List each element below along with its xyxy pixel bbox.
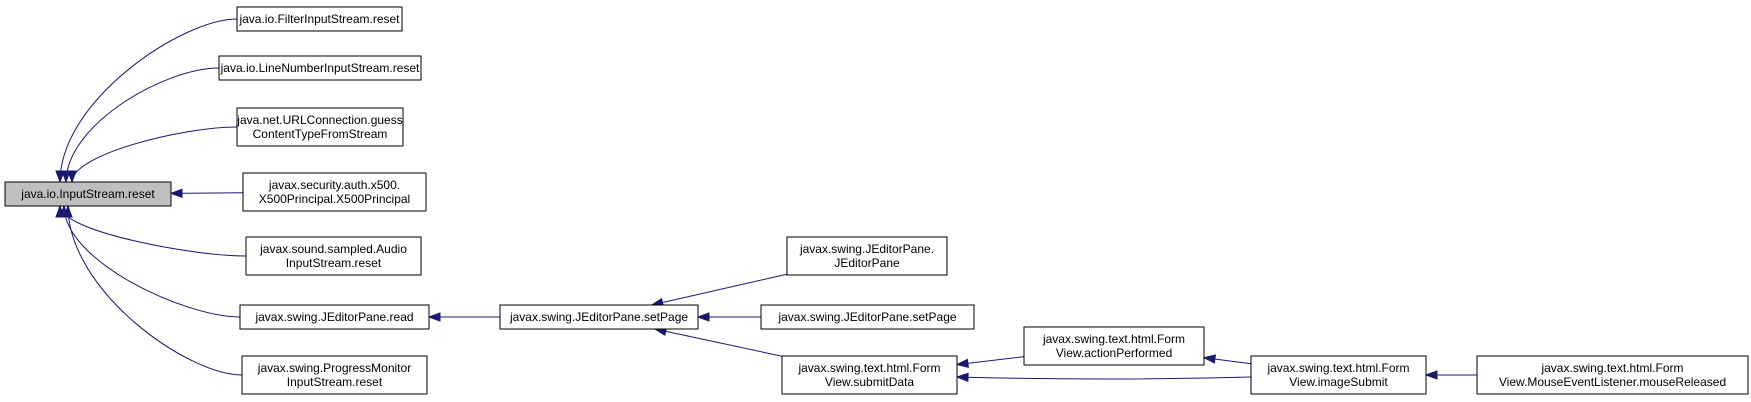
- node-jeditor-setpage2[interactable]: javax.swing.JEditorPane.setPage: [760, 304, 975, 330]
- node-label-line: View.submitData: [825, 375, 914, 389]
- node-x500principal[interactable]: javax.security.auth.x500.X500Principal.X…: [242, 172, 427, 212]
- edge-x500principal-to-root-arrowhead: [169, 188, 183, 198]
- node-label-line: javax.swing.text.html.Form: [797, 361, 940, 375]
- node-label-line: View.actionPerformed: [1056, 346, 1173, 360]
- node-box[interactable]: [499, 304, 699, 330]
- edge-jeditor_setpage-to-jeditor_read-arrowhead: [427, 312, 441, 322]
- node-label-line: ContentTypeFromStream: [253, 127, 388, 141]
- node-box[interactable]: [786, 236, 948, 276]
- edge-audio_reset-to-root: [55, 204, 247, 257]
- node-linenum-reset[interactable]: java.io.LineNumberInputStream.reset: [218, 55, 422, 81]
- nodes-layer: java.io.InputStream.reset java.io.FilterI…: [4, 6, 1749, 395]
- node-label-line: javax.swing.JEditorPane.: [799, 242, 934, 256]
- edge-form_imagesubmit-to-form_action: [1202, 354, 1252, 365]
- edge-form_action-to-form_submitdata-arrowhead: [955, 358, 969, 368]
- edge-jeditor_setpage-to-jeditor_read: [427, 312, 500, 322]
- node-form-mousereleased[interactable]: javax.swing.text.html.FormView.MouseEven…: [1476, 355, 1749, 395]
- edge-progress_reset-to-root: [63, 204, 243, 376]
- edge-audio_reset-to-root-line: [59, 205, 247, 257]
- edge-form_imagesubmit-to-form_action-arrowhead: [1202, 354, 1217, 364]
- edge-urlconn_guess-to-root: [67, 126, 238, 184]
- node-root[interactable]: java.io.InputStream.reset: [4, 181, 172, 207]
- node-box[interactable]: [4, 181, 172, 207]
- edge-jeditor_setpage2-to-jeditor_setpage: [696, 312, 761, 322]
- node-label-line: X500Principal.X500Principal: [259, 192, 410, 206]
- node-progress-reset[interactable]: javax.swing.ProgressMonitorInputStream.r…: [241, 355, 428, 395]
- node-urlconn-guess[interactable]: java.net.URLConnection.guessContentTypeF…: [236, 107, 404, 147]
- edges-layer: [55, 18, 1477, 383]
- node-jeditor-ctor[interactable]: javax.swing.JEditorPane.JEditorPane: [786, 236, 948, 276]
- node-box[interactable]: [241, 355, 428, 395]
- edge-form_imagesubmit-to-form_submitdata-arrowhead: [955, 372, 969, 383]
- node-filter-reset[interactable]: java.io.FilterInputStream.reset: [236, 6, 403, 32]
- node-form-action[interactable]: javax.swing.text.html.FormView.actionPer…: [1023, 326, 1205, 366]
- node-box[interactable]: [218, 55, 422, 81]
- edge-form_imagesubmit-to-form_submitdata: [955, 372, 1252, 383]
- node-label-line: InputStream.reset: [287, 375, 383, 389]
- node-box[interactable]: [245, 236, 422, 276]
- node-label-line: View.imageSubmit: [1289, 375, 1388, 389]
- edge-filter_reset-to-root-arrowhead: [55, 170, 65, 184]
- node-label-line: java.net.URLConnection.guess: [236, 113, 402, 127]
- node-box[interactable]: [242, 172, 427, 212]
- node-label-line: javax.swing.text.html.Form: [1266, 361, 1409, 375]
- node-label-line: java.io.InputStream.reset: [20, 187, 155, 201]
- edge-form_submitdata-to-jeditor_setpage: [653, 326, 783, 357]
- edge-form_mousereleased-to-form_imagesubmit: [1424, 370, 1477, 380]
- node-label-line: java.io.FilterInputStream.reset: [238, 12, 400, 26]
- node-box[interactable]: [239, 304, 430, 330]
- node-jeditor-read[interactable]: javax.swing.JEditorPane.read: [239, 304, 430, 330]
- edge-jeditor_setpage2-to-jeditor_setpage-arrowhead: [696, 312, 710, 322]
- edge-linenum_reset-to-root-line: [65, 67, 220, 183]
- node-label-line: javax.swing.text.html.Form: [1540, 361, 1683, 375]
- node-label-line: javax.swing.JEditorPane.setPage: [777, 310, 956, 324]
- node-box[interactable]: [236, 6, 403, 32]
- edge-progress_reset-to-root-line: [67, 205, 243, 376]
- node-box[interactable]: [1476, 355, 1749, 395]
- node-box[interactable]: [1250, 355, 1427, 395]
- node-box[interactable]: [760, 304, 975, 330]
- edge-linenum_reset-to-root-arrowhead: [61, 170, 71, 184]
- node-label-line: javax.swing.JEditorPane.read: [254, 310, 413, 324]
- node-form-submitdata[interactable]: javax.swing.text.html.FormView.submitDat…: [781, 355, 958, 395]
- edge-jeditor_ctor-to-jeditor_setpage: [650, 273, 788, 308]
- edge-progress_reset-to-root-arrowhead: [63, 204, 73, 218]
- edge-jeditor_read-to-root-line: [63, 205, 241, 318]
- edge-linenum_reset-to-root: [61, 67, 220, 184]
- node-label-line: View.MouseEventListener.mouseReleased: [1499, 375, 1726, 389]
- edge-filter_reset-to-root-line: [59, 18, 238, 183]
- node-box[interactable]: [781, 355, 958, 395]
- node-form-imagesubmit[interactable]: javax.swing.text.html.FormView.imageSubm…: [1250, 355, 1427, 395]
- node-box[interactable]: [236, 107, 404, 147]
- node-label-line: javax.sound.sampled.Audio: [259, 242, 407, 256]
- node-audio-reset[interactable]: javax.sound.sampled.AudioInputStream.res…: [245, 236, 422, 276]
- node-label-line: InputStream.reset: [286, 256, 382, 270]
- node-label-line: JEditorPane: [834, 256, 900, 270]
- edge-urlconn_guess-to-root-arrowhead: [67, 170, 77, 184]
- node-label-line: java.io.LineNumberInputStream.reset: [220, 61, 420, 75]
- node-label-line: javax.swing.text.html.Form: [1042, 332, 1185, 346]
- edge-form_mousereleased-to-form_imagesubmit-arrowhead: [1424, 370, 1438, 380]
- node-label-line: javax.swing.JEditorPane.setPage: [509, 310, 688, 324]
- edge-urlconn_guess-to-root-line: [71, 126, 238, 183]
- node-jeditor-setpage[interactable]: javax.swing.JEditorPane.setPage: [499, 304, 699, 330]
- edge-x500principal-to-root-line: [170, 192, 244, 194]
- edge-jeditor_ctor-to-jeditor_setpage-line: [651, 273, 788, 306]
- edge-form_submitdata-to-jeditor_setpage-line: [654, 328, 783, 357]
- edge-jeditor_read-to-root: [59, 204, 241, 318]
- edge-filter_reset-to-root: [55, 18, 238, 184]
- edge-form_imagesubmit-to-form_submitdata-line: [956, 376, 1252, 380]
- edge-form_action-to-form_submitdata: [955, 356, 1025, 368]
- node-label-line: javax.security.auth.x500.: [268, 178, 400, 192]
- node-box[interactable]: [1023, 326, 1205, 366]
- edge-x500principal-to-root: [169, 188, 244, 198]
- node-label-line: javax.swing.ProgressMonitor: [257, 361, 411, 375]
